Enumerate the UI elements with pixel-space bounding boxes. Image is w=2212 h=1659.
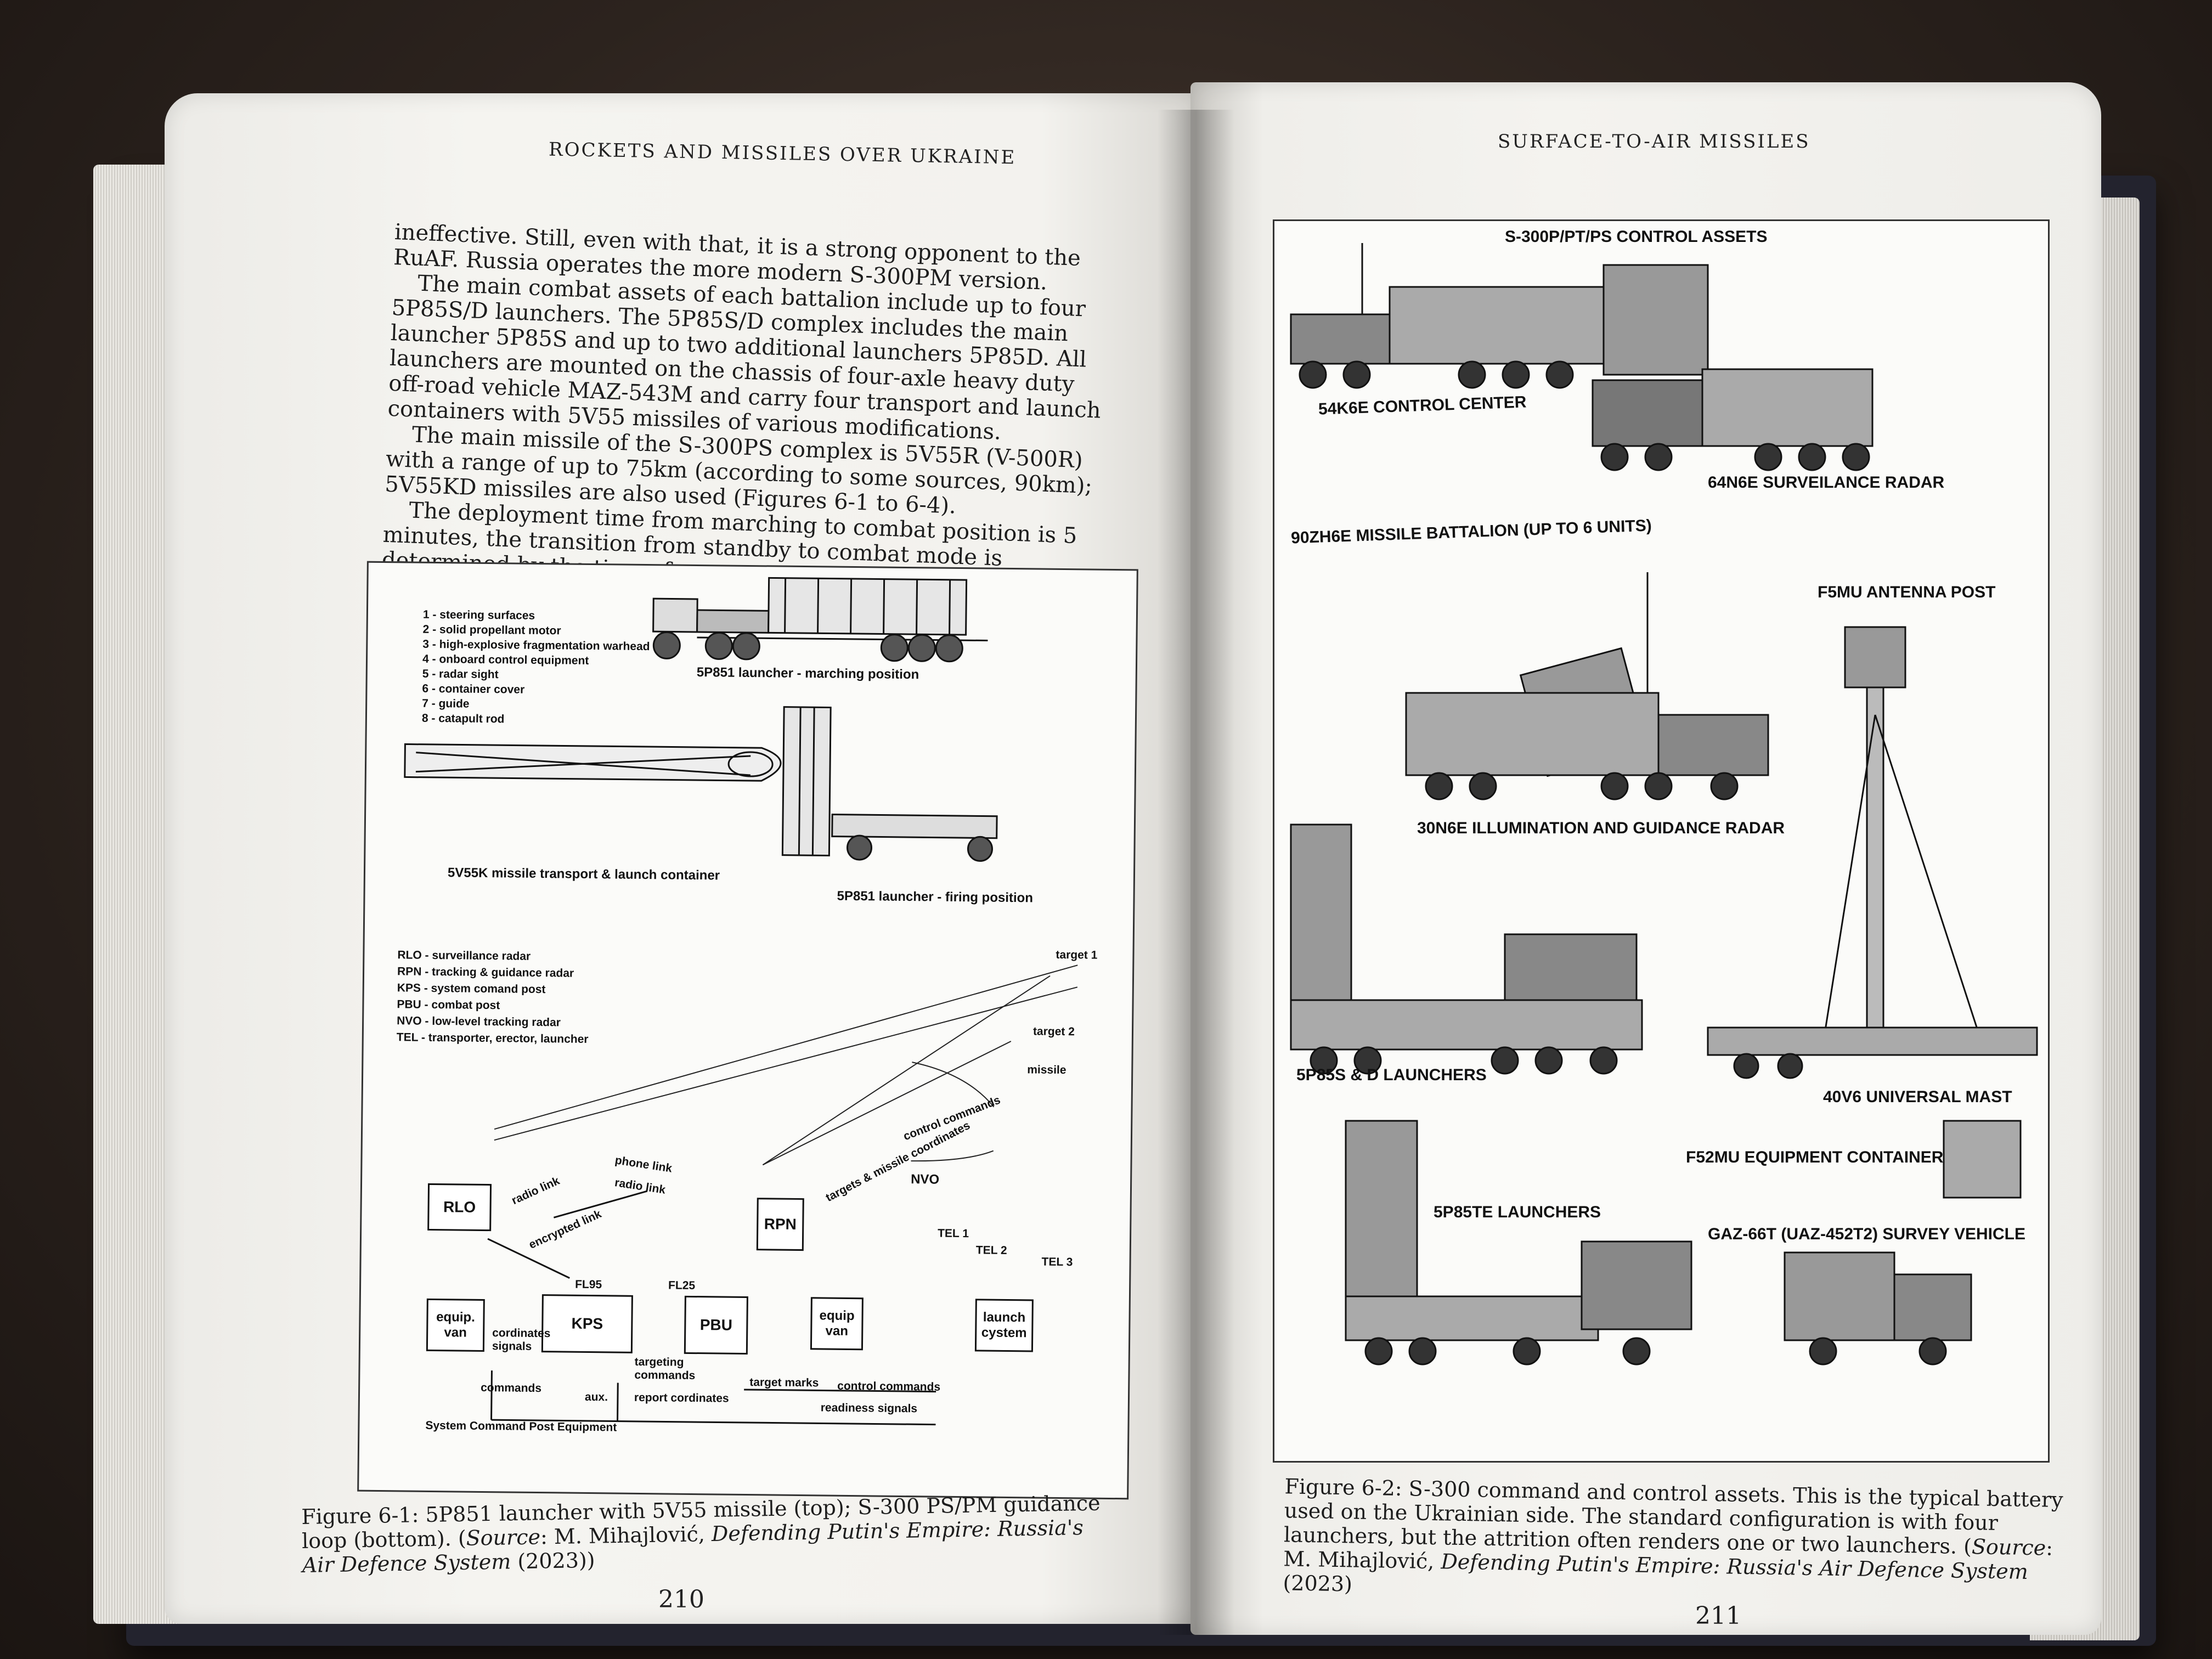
caption-text: Figure 6-2: S-300 command and control as… (1283, 1474, 2064, 1559)
firing-launcher-drawing (781, 706, 998, 862)
caption-source: Source (466, 1525, 541, 1550)
running-head-right: SURFACE-TO-AIR MISSILES (1498, 131, 1810, 153)
radar-beams (494, 964, 1078, 1166)
figure-6-2: S-300P/PT/PS CONTROL ASSETS 54K6E CONTRO… (1273, 219, 2050, 1463)
report-cordinates-label: report cordinates (634, 1391, 729, 1405)
launchers-te-label: 5P85TE LAUNCHERS (1434, 1203, 1601, 1221)
pbu-box: PBU (684, 1295, 748, 1355)
equip-van-box: equip. van (426, 1298, 485, 1352)
survey-vehicle-drawing (1784, 1251, 1972, 1365)
legend-item: 2 - solid propellant motor (422, 623, 561, 637)
legend-item: 7 - guide (422, 697, 470, 710)
firing-label: 5P851 launcher - firing position (837, 888, 1034, 906)
fl25-label: FL25 (668, 1279, 696, 1293)
tel3-label: TEL 3 (1041, 1255, 1073, 1269)
control-commands-label: control commands (837, 1379, 941, 1393)
caption-text: (2023)) (510, 1548, 595, 1574)
legend-item: 4 - onboard control equipment (422, 652, 589, 667)
legend-item: 1 - steering surfaces (422, 608, 535, 622)
figure-6-1-drawing (404, 577, 1078, 1426)
scpe-label: System Command Post Equipment (425, 1419, 617, 1434)
rlo-box: RLO (427, 1183, 492, 1232)
launchers-te-drawing (1345, 1120, 1692, 1365)
tel2-label: TEL 2 (975, 1244, 1007, 1257)
fl95-label: FL95 (575, 1278, 602, 1291)
container-label: 5V55K missile transport & launch contain… (447, 865, 720, 883)
surveillance-radar-drawing (1592, 264, 1874, 471)
equipment-container-drawing (1943, 1120, 2022, 1199)
missile-parts-legend: 1 - steering surfaces 2 - solid propella… (422, 607, 650, 728)
figure-6-2-caption: Figure 6-2: S-300 command and control as… (1283, 1474, 2086, 1609)
body-text: ineffective. Still, even with that, it i… (381, 219, 1113, 600)
page-number-right: 211 (1695, 1602, 1741, 1630)
caption-source: Source (1971, 1534, 2046, 1560)
guidance-legend: RLO - surveillance radar RPN - tracking … (397, 947, 590, 1048)
rpn-box: RPN (756, 1198, 804, 1251)
cordinates-signals-label: cordinates signals (492, 1327, 551, 1353)
legend-item: PBU - combat post (397, 998, 500, 1012)
antenna-post-label: F5MU ANTENNA POST (1818, 583, 1996, 601)
launch-system-box: launch cystem (974, 1299, 1034, 1352)
surveillance-radar-label: 64N6E SURVEILANCE RADAR (1708, 473, 1945, 492)
page-number-left: 210 (658, 1585, 704, 1613)
survey-vehicle-label: GAZ-66T (UAZ-452T2) SURVEY VEHICLE (1708, 1225, 2026, 1243)
commands-label: commands (481, 1381, 542, 1395)
figure-6-1: 1 - steering surfaces 2 - solid propella… (357, 561, 1138, 1500)
link-lines (487, 1190, 936, 1426)
legend-item: NVO - low-level tracking radar (397, 1014, 561, 1029)
legend-item: 5 - radar sight (422, 667, 499, 681)
target-marks-label: target marks (749, 1376, 819, 1390)
target2-label: target 2 (1032, 1025, 1075, 1039)
readiness-signals-label: readiness signals (820, 1401, 918, 1415)
missile-label: missile (1027, 1063, 1066, 1077)
nvo-label: NVO (911, 1172, 940, 1187)
legend-item: 8 - catapult rod (421, 712, 505, 726)
marching-label: 5P851 launcher - marching position (696, 664, 919, 682)
illumination-radar-drawing (1405, 572, 1769, 800)
figure-title: S-300P/PT/PS CONTROL ASSETS (1505, 228, 1768, 246)
caption-text: : M. Mihajlović, (540, 1521, 712, 1549)
book-gutter (1158, 110, 1234, 1635)
paragraph: The main combat assets of each battalion… (387, 270, 1102, 445)
legend-item: 6 - container cover (422, 682, 525, 696)
aux-label: aux. (584, 1390, 608, 1404)
running-head-left: ROCKETS AND MISSILES OVER UKRAINE (548, 138, 1017, 169)
right-page: SURFACE-TO-AIR MISSILES (1190, 82, 2101, 1635)
legend-item: TEL - transporter, erector, launcher (396, 1031, 589, 1046)
legend-item: RLO - surveillance radar (397, 949, 531, 963)
tel1-label: TEL 1 (938, 1227, 969, 1240)
equipment-container-label: F52MU EQUIPMENT CONTAINER (1686, 1148, 1944, 1166)
legend-item: 3 - high-explosive fragmentation warhead (422, 637, 650, 653)
launchers-sd-label: 5P85S & D LAUNCHERS (1296, 1066, 1487, 1084)
missile-container-drawing (404, 743, 782, 782)
left-page: ROCKETS AND MISSILES OVER UKRAINE ineffe… (165, 93, 1196, 1624)
kps-box: KPS (541, 1294, 633, 1353)
legend-item: KPS - system comand post (397, 981, 546, 996)
equip-van-box: equip van (810, 1297, 864, 1351)
launchers-sd-drawing (1290, 823, 1643, 1075)
illumination-radar-label: 30N6E ILLUMINATION AND GUIDANCE RADAR (1417, 819, 1785, 837)
caption-text: (2023) (1283, 1571, 1353, 1596)
targeting-commands-label: targeting commands (634, 1355, 696, 1383)
control-center-drawing (1290, 243, 1610, 389)
figure-6-1-caption: Figure 6-1: 5P851 launcher with 5V55 mis… (301, 1491, 1120, 1577)
target1-label: target 1 (1056, 948, 1098, 962)
figure-6-2-drawing (1290, 243, 2038, 1365)
legend-item: RPN - tracking & guidance radar (397, 965, 574, 980)
marching-launcher-drawing (652, 577, 988, 663)
universal-mast-label: 40V6 UNIVERSAL MAST (1823, 1088, 2012, 1106)
antenna-mast-drawing (1707, 626, 2038, 1079)
